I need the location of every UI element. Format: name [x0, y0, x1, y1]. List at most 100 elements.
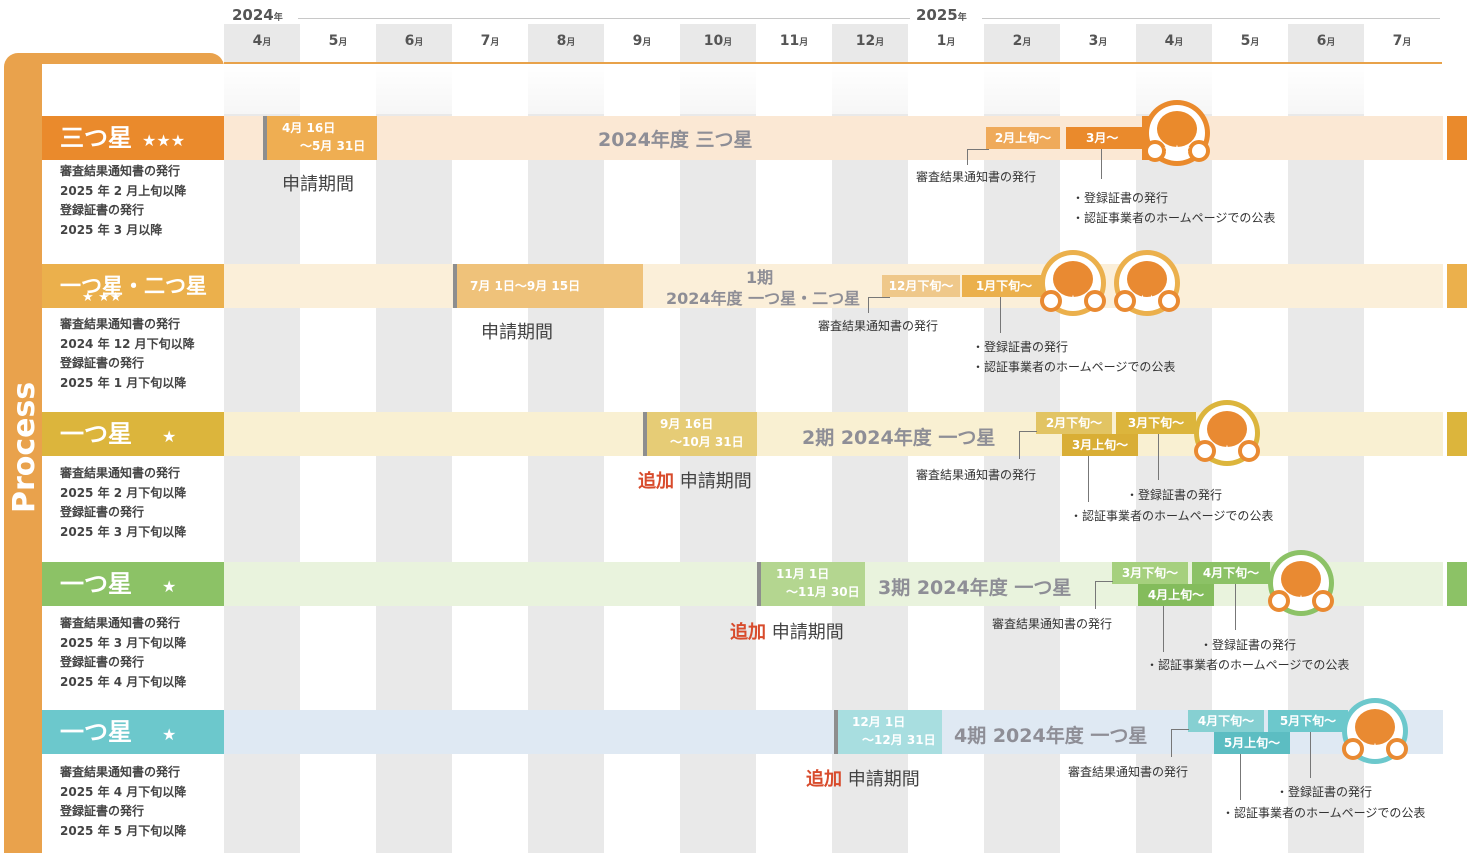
row3-title: 一つ星★ [42, 412, 224, 456]
row1-endcap [1447, 116, 1467, 160]
row4-apply-label: 追加 申請期間 [730, 622, 844, 643]
row1-title: 三つ星★★★ [42, 116, 224, 160]
row4-box-notice: 3月下旬～ [1112, 562, 1188, 584]
row5-apply-label: 追加 申請期間 [806, 769, 920, 790]
row2-apply-period [457, 264, 643, 308]
row1-apply-period [267, 116, 377, 160]
month-label: 5月 [1240, 33, 1260, 49]
row4-note-registration: ・登録証書の発行 [1200, 638, 1297, 652]
row5-note-notice: 審査結果通知書の発行 [1068, 765, 1189, 779]
row1-box-notice: 2月上旬～ [986, 127, 1060, 149]
row5-leader-publish [1240, 754, 1241, 800]
month-label: 7月 [1392, 33, 1412, 49]
row4-leader-notice-h [1095, 581, 1113, 582]
row2-endcap [1447, 264, 1467, 308]
row4-note-notice: 審査結果通知書の発行 [992, 617, 1113, 631]
row5-note-publish: ・認証事業者のホームページでの公表 [1222, 806, 1426, 820]
year-2025: 2025年 [916, 6, 967, 24]
row1-leader-notice-h [967, 149, 989, 150]
month-label: 11月 [779, 33, 809, 49]
row2-band-period: 1期 [746, 268, 774, 287]
row2-band-label: 2024年度 一つ星・二つ星 [666, 289, 861, 308]
certification-badge-icon: ★ [1342, 698, 1408, 764]
row1-leader-notice [967, 149, 968, 165]
row4-note-publish: ・認証事業者のホームページでの公表 [1146, 658, 1350, 672]
month-label: 5月 [328, 33, 348, 49]
month-label: 8月 [556, 33, 576, 49]
row2-leader-notice [868, 297, 869, 313]
process-label: Process [7, 381, 42, 513]
row2-apply-start [453, 264, 457, 308]
certification-badge-one-star-icon: ★ [1040, 250, 1106, 316]
month-label: 3月 [1088, 33, 1108, 49]
row2-leader-registration [1000, 297, 1001, 333]
year-2024: 2024年 [232, 6, 283, 24]
row3-box-registration: 3月上旬～ [1062, 434, 1138, 456]
row1-note-publish: ・認証事業者のホームページでの公表 [1072, 211, 1276, 225]
row5-leader-registration [1310, 732, 1311, 778]
row5-apply-date-start: 12月 1日 [852, 715, 906, 729]
month-label: 2月 [1012, 33, 1032, 49]
row3-leader-registration [1158, 434, 1159, 480]
month-label: 6月 [404, 33, 424, 49]
row5-apply-start [834, 710, 838, 754]
row2-apply-dates: 7月 1日～9月 15日 [470, 279, 581, 293]
row4-apply-period [761, 562, 865, 606]
certification-badge-icon: ★ [1268, 550, 1334, 616]
month-label: 7月 [480, 33, 500, 49]
row4-box-registration: 4月上旬～ [1138, 584, 1214, 606]
row2-stars: ★ ★★ [82, 290, 122, 305]
row3-leader-notice [1019, 431, 1020, 459]
row3-box-notice: 2月下旬～ [1036, 412, 1112, 434]
month-label: 6月 [1316, 33, 1336, 49]
row5-leader-notice-h [1171, 729, 1189, 730]
row5-band-label: 4期 2024年度 一つ星 [954, 725, 1148, 747]
row1-apply-label: 申請期間 [282, 174, 354, 195]
row5-note-registration: ・登録証書の発行 [1276, 785, 1373, 799]
row1-apply-start [263, 116, 267, 160]
row3-apply-start [643, 412, 647, 456]
certification-badge-icon: ★ [1194, 400, 1260, 466]
row5-leader-notice [1171, 729, 1172, 757]
row1-note-registration: ・登録証書の発行 [1072, 191, 1169, 205]
header-divider [224, 62, 1442, 64]
row5-apply-period [838, 710, 942, 754]
row1-band [224, 116, 1443, 160]
month-label: 10月 [703, 33, 733, 49]
row3-apply-period [647, 412, 757, 456]
row3-endcap [1447, 412, 1467, 456]
month-label: 9月 [632, 33, 652, 49]
month-label: 4月 [1164, 33, 1184, 49]
row2-box-notice: 12月下旬～ [882, 275, 960, 297]
year-2025-line [982, 18, 1440, 19]
row5-box-registration: 5月上旬～ [1214, 732, 1290, 754]
row4-box-publish: 4月下旬～ [1192, 562, 1270, 584]
row4-endcap [1447, 562, 1467, 606]
row3-leader-notice-h [1019, 431, 1037, 432]
row3-note-notice: 審査結果通知書の発行 [916, 468, 1037, 482]
row4-apply-start [757, 562, 761, 606]
row3-leader-publish [1088, 456, 1089, 502]
row1-leader-registration [1101, 149, 1102, 179]
row4-leader-notice [1095, 581, 1096, 609]
year-2024-line [298, 18, 910, 19]
row1-apply-date-end: ～5月 31日 [300, 139, 366, 153]
row3-band-label: 2期 2024年度 一つ星 [802, 427, 996, 449]
row5-title: 一つ星★ [42, 710, 224, 754]
row4-apply-date-start: 11月 1日 [776, 567, 830, 581]
row4-leader-registration [1235, 584, 1236, 630]
month-label: 12月 [855, 33, 885, 49]
row3-apply-label: 追加 申請期間 [638, 471, 752, 492]
row3-apply-date-end: ～10月 31日 [670, 435, 744, 449]
row2-title: 一つ星・二つ星 [42, 264, 224, 308]
row4-apply-date-end: ～11月 30日 [786, 585, 860, 599]
row4-title: 一つ星★ [42, 562, 224, 606]
row5-box-publish: 5月下旬～ [1268, 710, 1348, 732]
row2-note-registration: ・登録証書の発行 [972, 340, 1069, 354]
month-label: 4月 [252, 33, 272, 49]
